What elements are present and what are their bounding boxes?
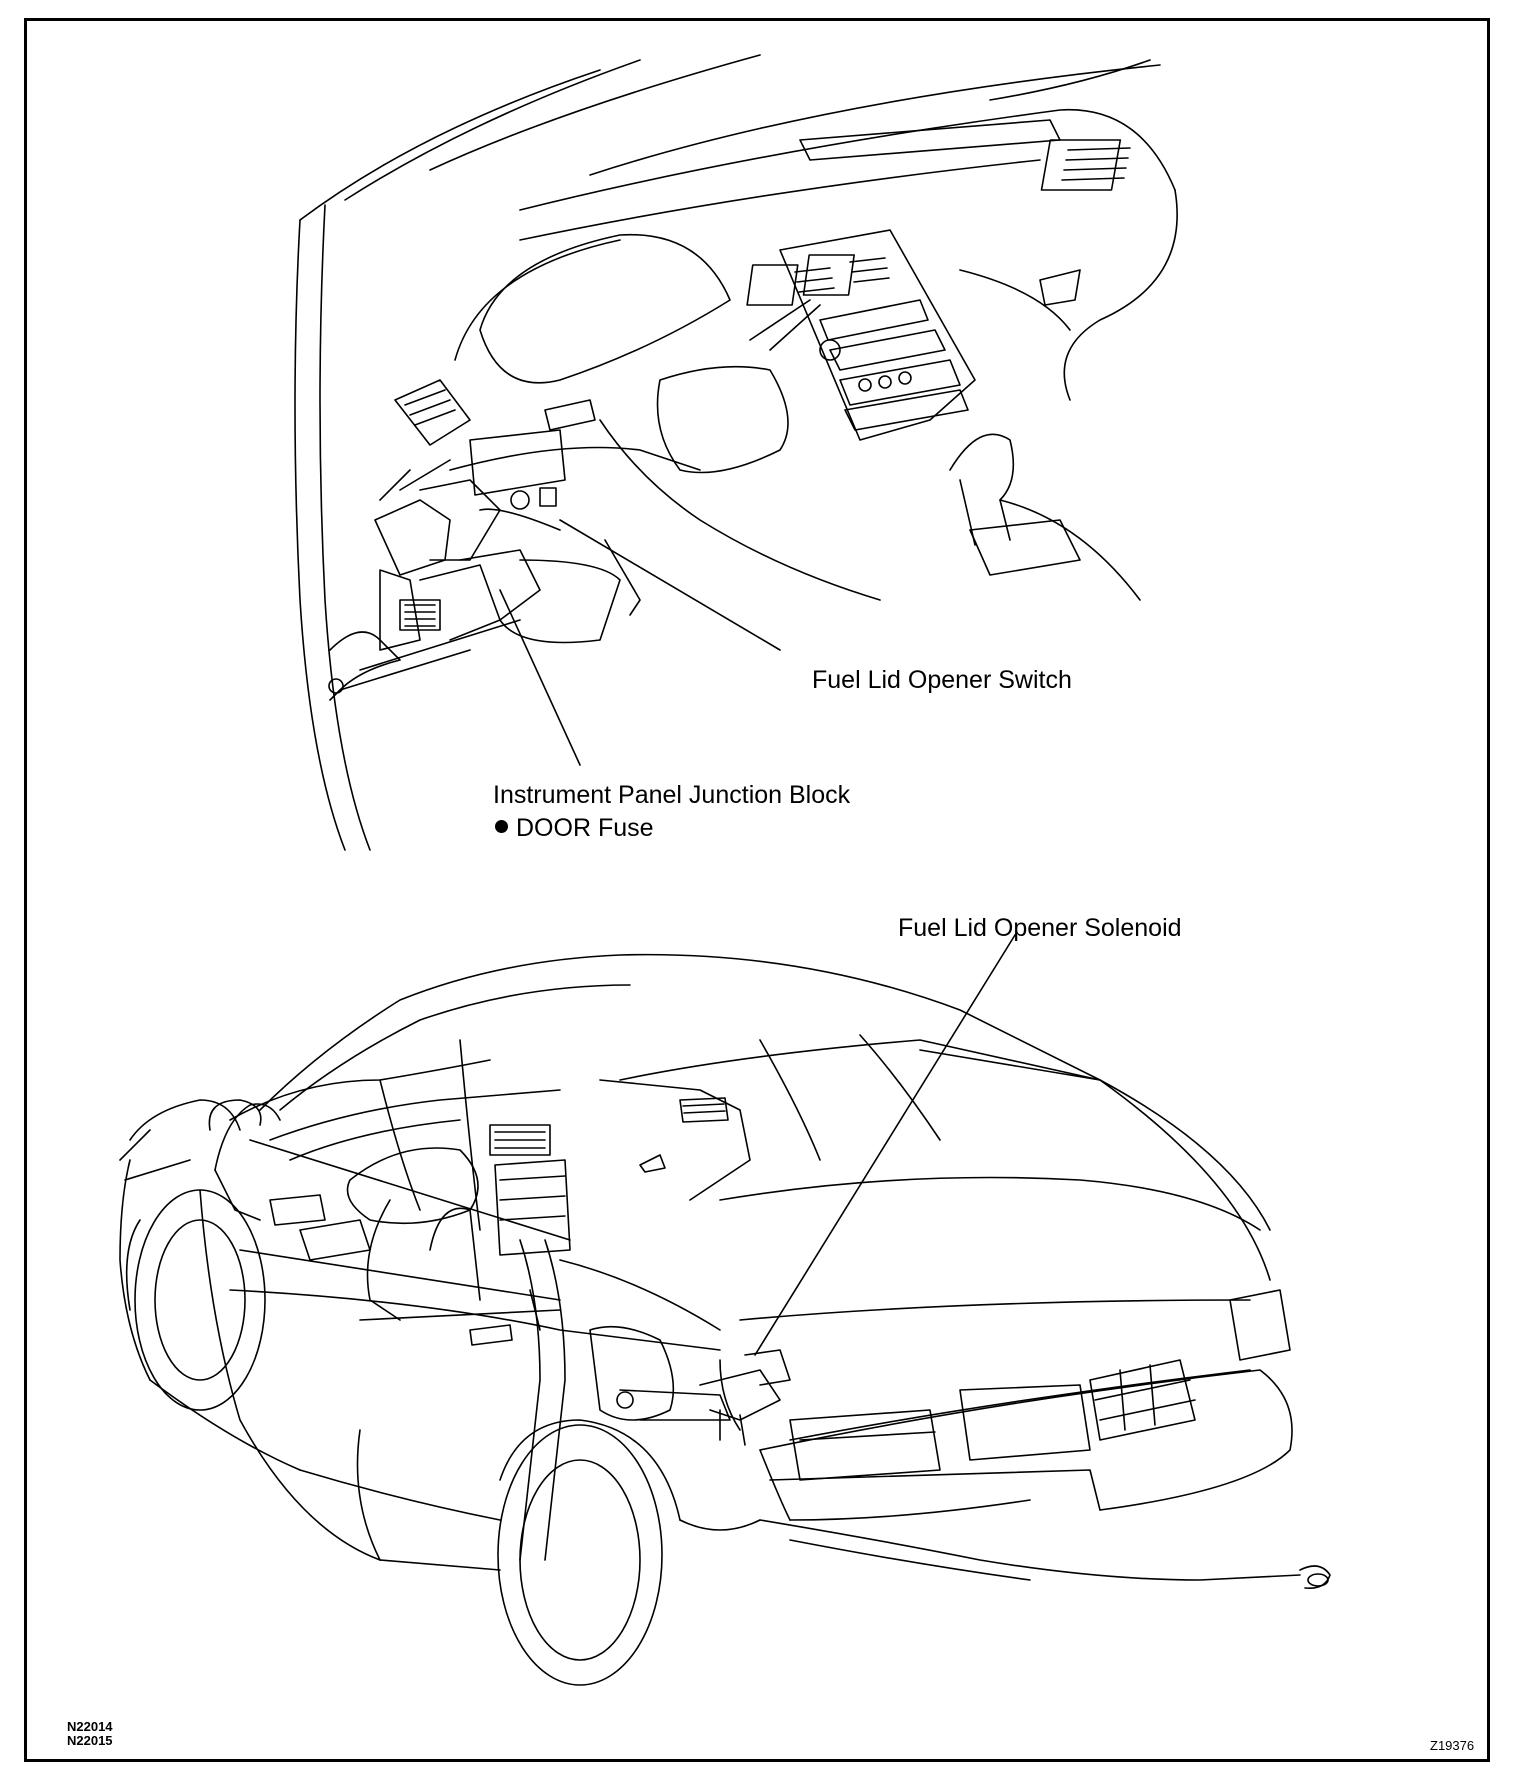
code-n22015: N22015	[67, 1733, 113, 1748]
figure-number: Z19376	[1430, 1738, 1475, 1753]
label-fuel-lid-opener-solenoid: Fuel Lid Opener Solenoid	[898, 914, 1182, 942]
bullet-icon	[495, 820, 508, 833]
label-door-fuse: DOOR Fuse	[516, 814, 654, 842]
leader-fuel-lid-opener-switch	[559, 519, 781, 651]
figure-frame	[24, 18, 1490, 1762]
vehicle-illustration	[119, 934, 1331, 1686]
leader-fuel-lid-opener-solenoid	[754, 934, 1016, 1356]
code-n22014: N22014	[67, 1719, 113, 1734]
label-instrument-panel-junction-block: Instrument Panel Junction Block	[493, 781, 851, 809]
door-fuse-line: DOOR Fuse	[495, 813, 654, 843]
leader-junction-block	[499, 589, 581, 766]
label-fuel-lid-opener-switch: Fuel Lid Opener Switch	[812, 666, 1072, 694]
dashboard-illustration	[294, 54, 1178, 851]
